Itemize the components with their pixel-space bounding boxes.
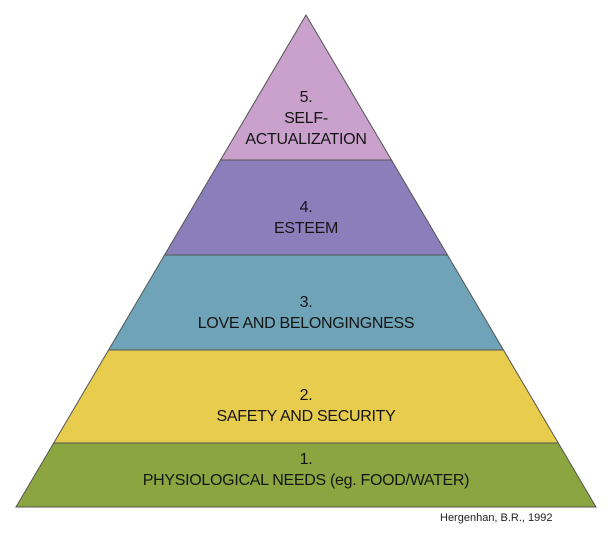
level-label: ESTEEM <box>274 220 338 237</box>
pyramid-level-1 <box>15 442 597 508</box>
citation: Hergenhan, B.R., 1992 <box>440 512 553 524</box>
level-label: LOVE AND BELONGINGNESS <box>198 315 415 332</box>
level-number: 3. <box>300 294 313 311</box>
level-label: SAFETY AND SECURITY <box>217 408 397 425</box>
level-number: 1. <box>300 451 313 468</box>
level-label: SELF- <box>284 110 328 127</box>
level-number: 5. <box>300 89 313 106</box>
level-number: 2. <box>300 387 313 404</box>
level-label: PHYSIOLOGICAL NEEDS (eg. FOOD/WATER) <box>143 472 469 489</box>
level-number: 4. <box>300 199 313 216</box>
level-label: ACTUALIZATION <box>245 131 366 148</box>
